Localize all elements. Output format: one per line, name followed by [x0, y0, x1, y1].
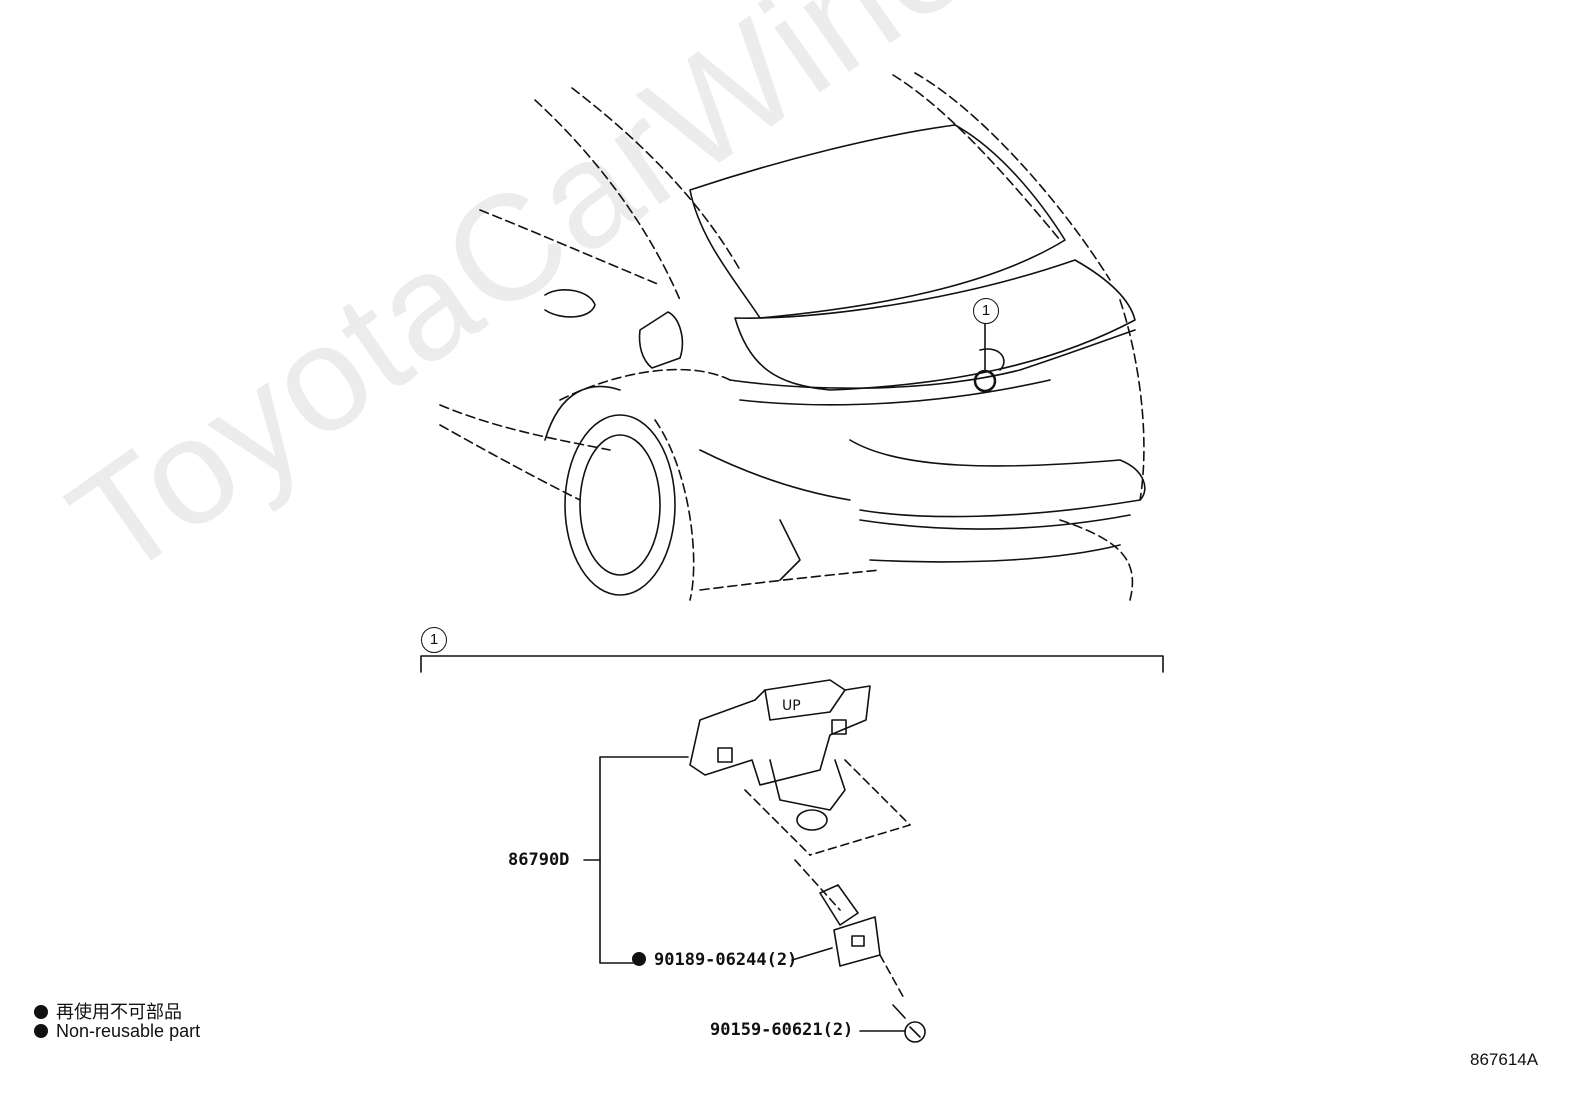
- camera-location-marker: [973, 369, 997, 393]
- screw: [892, 1004, 926, 1043]
- rear-wheel: [564, 414, 676, 596]
- install-guide-lines: [744, 759, 911, 1001]
- non-reusable-dot-icon: [632, 952, 646, 966]
- fuel-door: [638, 311, 684, 369]
- tail-lamp: [729, 329, 1136, 389]
- assembly-bracket: [420, 655, 1164, 673]
- leader-camera-bracket: [599, 756, 689, 964]
- part-label-clip: 90189-06244(2): [632, 950, 797, 970]
- leader-clip: [791, 947, 833, 961]
- non-reusable-dot-icon: [34, 1005, 48, 1019]
- callout-assembly: 1: [421, 627, 447, 653]
- part-label-screw: 90159-60621(2): [710, 1020, 854, 1040]
- clip: [819, 884, 881, 967]
- svg-text:UP: UP: [782, 698, 801, 714]
- car-body-outline: [439, 72, 1145, 601]
- legend-jp: 再使用不可部品: [34, 998, 182, 1024]
- callout-car: 1: [973, 298, 999, 324]
- door-handle: [544, 289, 596, 318]
- rear-window: [689, 124, 1066, 319]
- rear-bumper: [849, 439, 1146, 518]
- part-label-camera: 86790D: [508, 850, 570, 870]
- trunk-lid: [734, 259, 1136, 391]
- non-reusable-dot-icon: [34, 1024, 48, 1038]
- camera-assembly: UP: [689, 679, 871, 831]
- diagram-id: 867614A: [1470, 1050, 1539, 1069]
- legend-en: Non-reusable part: [34, 1021, 200, 1042]
